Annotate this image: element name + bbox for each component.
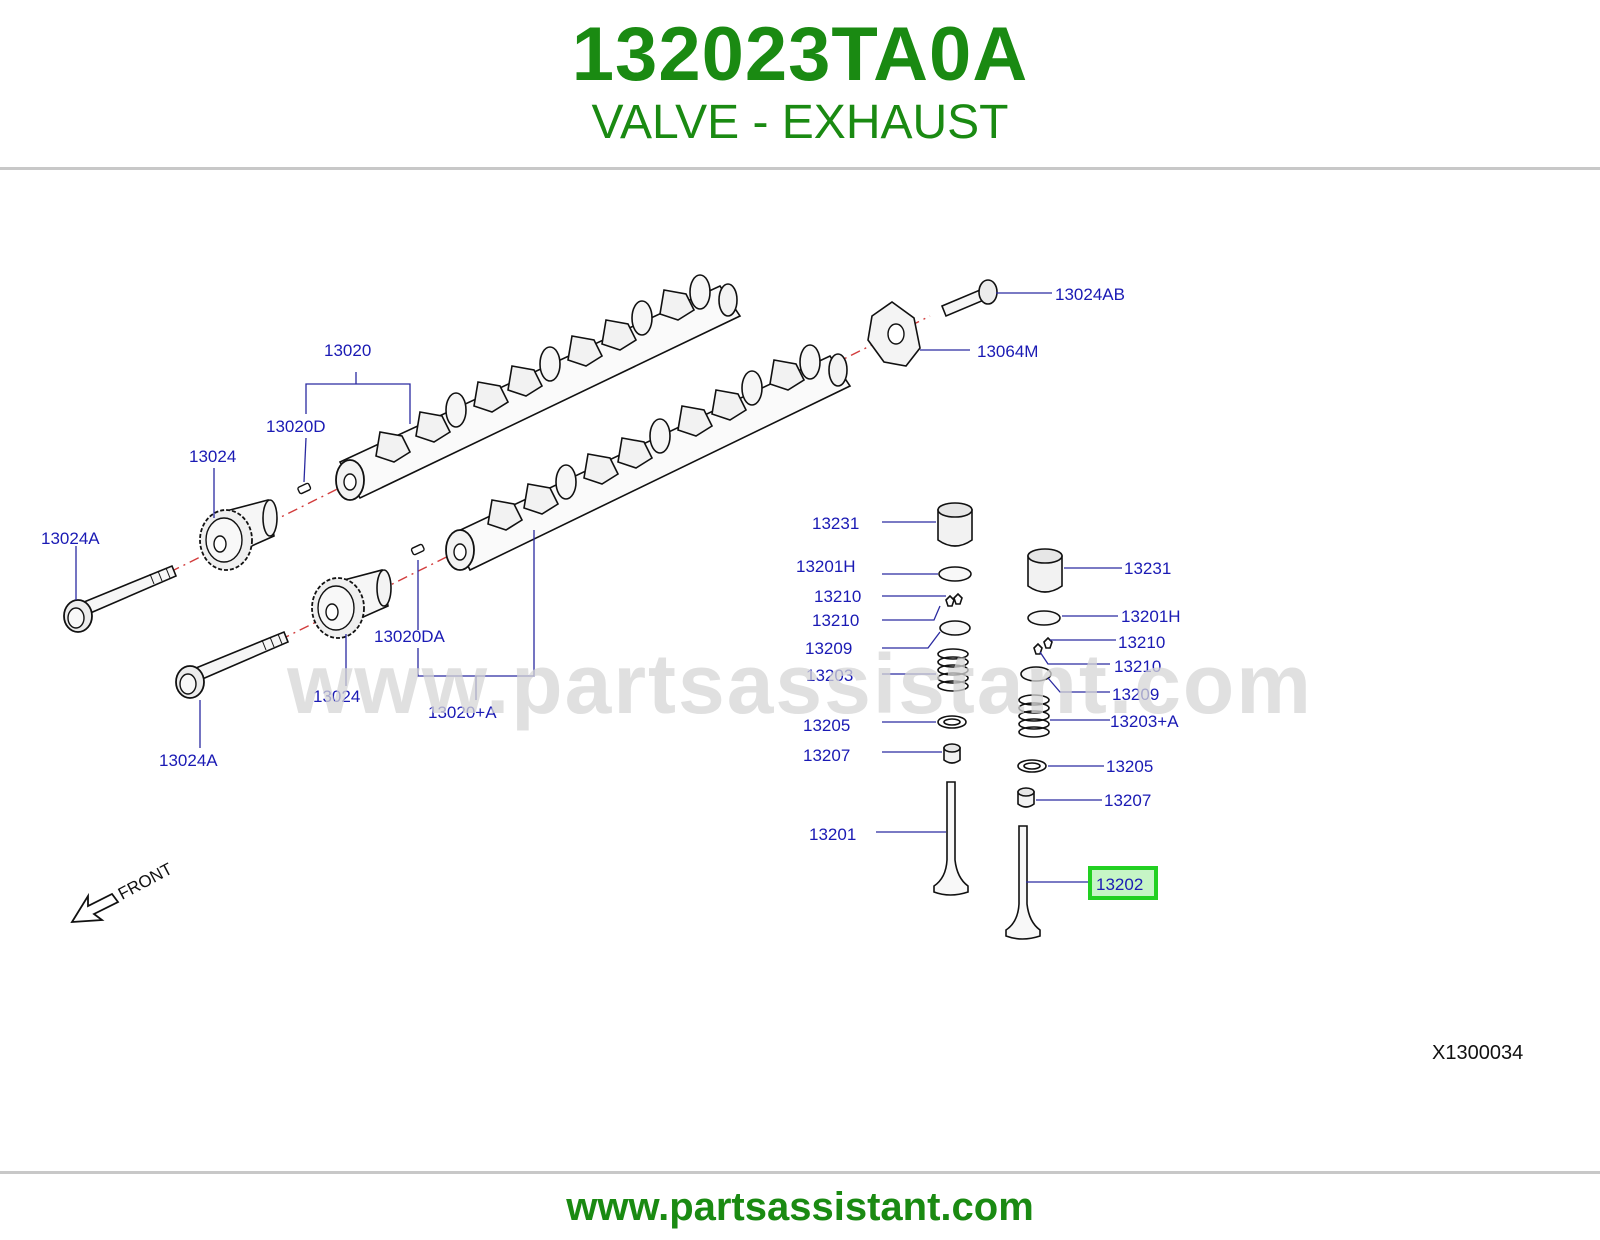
- callout-13202-highlighted[interactable]: 13202: [1096, 875, 1143, 894]
- valve-stack-right: [1005, 548, 1063, 940]
- callout-13024-bottom[interactable]: 13024: [313, 687, 360, 706]
- callout-13203-left[interactable]: 13203: [806, 666, 853, 685]
- callout-13201-left[interactable]: 13201: [809, 825, 856, 844]
- callout-13205-left[interactable]: 13205: [803, 716, 850, 735]
- camshaft-lower: [445, 344, 852, 572]
- callout-13231-right[interactable]: 13231: [1124, 559, 1171, 578]
- callout-13203a-right[interactable]: 13203+A: [1110, 712, 1179, 731]
- dowel-pin-upper: [297, 482, 312, 495]
- callout-13207-right[interactable]: 13207: [1104, 791, 1151, 810]
- diagram-reference-code: X1300034: [1432, 1042, 1524, 1064]
- callout-13210a-left[interactable]: 13210: [814, 587, 861, 606]
- callout-13210b-right[interactable]: 13210: [1114, 657, 1161, 676]
- highlight-box: [1088, 866, 1158, 900]
- part-number: 132023TA0A: [571, 12, 1029, 97]
- callout-13205-right[interactable]: 13205: [1106, 757, 1153, 776]
- callout-13024ab[interactable]: 13024AB: [1055, 285, 1125, 304]
- callout-13020[interactable]: 13020: [324, 341, 371, 360]
- callout-13210b-left[interactable]: 13210: [812, 611, 859, 630]
- bolt-upper: [63, 564, 178, 633]
- bolt-top-right: [940, 279, 998, 318]
- callout-13020da[interactable]: 13020DA: [374, 627, 446, 646]
- sprocket-upper: [199, 499, 278, 571]
- camshaft-upper: [335, 274, 742, 501]
- front-label: FRONT: [115, 859, 176, 903]
- callout-13209-left[interactable]: 13209: [805, 639, 852, 658]
- callout-13024a-bottom[interactable]: 13024A: [159, 751, 218, 770]
- footer-url[interactable]: www.partsassistant.com: [566, 1185, 1034, 1229]
- header: 132023TA0A VALVE - EXHAUST: [0, 0, 1600, 170]
- callout-labels: 13020 13020D 13024 13024A 13020DA 13024 …: [41, 285, 1181, 894]
- leader-lines: [75, 292, 1122, 883]
- callout-13210a-right[interactable]: 13210: [1118, 633, 1165, 652]
- part-name: VALVE - EXHAUST: [591, 96, 1009, 149]
- header-divider: [0, 167, 1600, 170]
- front-arrow-icon: [70, 892, 120, 924]
- callout-13020a[interactable]: 13020+A: [428, 703, 497, 722]
- bolt-lower: [175, 630, 290, 699]
- callout-13231-left[interactable]: 13231: [812, 514, 859, 533]
- callout-13207-left[interactable]: 13207: [803, 746, 850, 765]
- dowel-pin-lower: [410, 543, 425, 556]
- callout-13020d[interactable]: 13020D: [266, 417, 326, 436]
- callout-13024a-top[interactable]: 13024A: [41, 529, 100, 548]
- callout-13024-top[interactable]: 13024: [189, 447, 236, 466]
- sprocket-lower: [311, 569, 392, 639]
- timing-plate: [867, 301, 921, 367]
- callout-13209-right[interactable]: 13209: [1112, 685, 1159, 704]
- watermark: www.partsassistant.com: [287, 637, 1313, 731]
- callout-13201h-left[interactable]: 13201H: [796, 557, 856, 576]
- callout-13064m[interactable]: 13064M: [977, 342, 1038, 361]
- valve-stack-left: [933, 502, 973, 896]
- callout-13201h-right[interactable]: 13201H: [1121, 607, 1181, 626]
- footer-divider: [0, 1171, 1600, 1174]
